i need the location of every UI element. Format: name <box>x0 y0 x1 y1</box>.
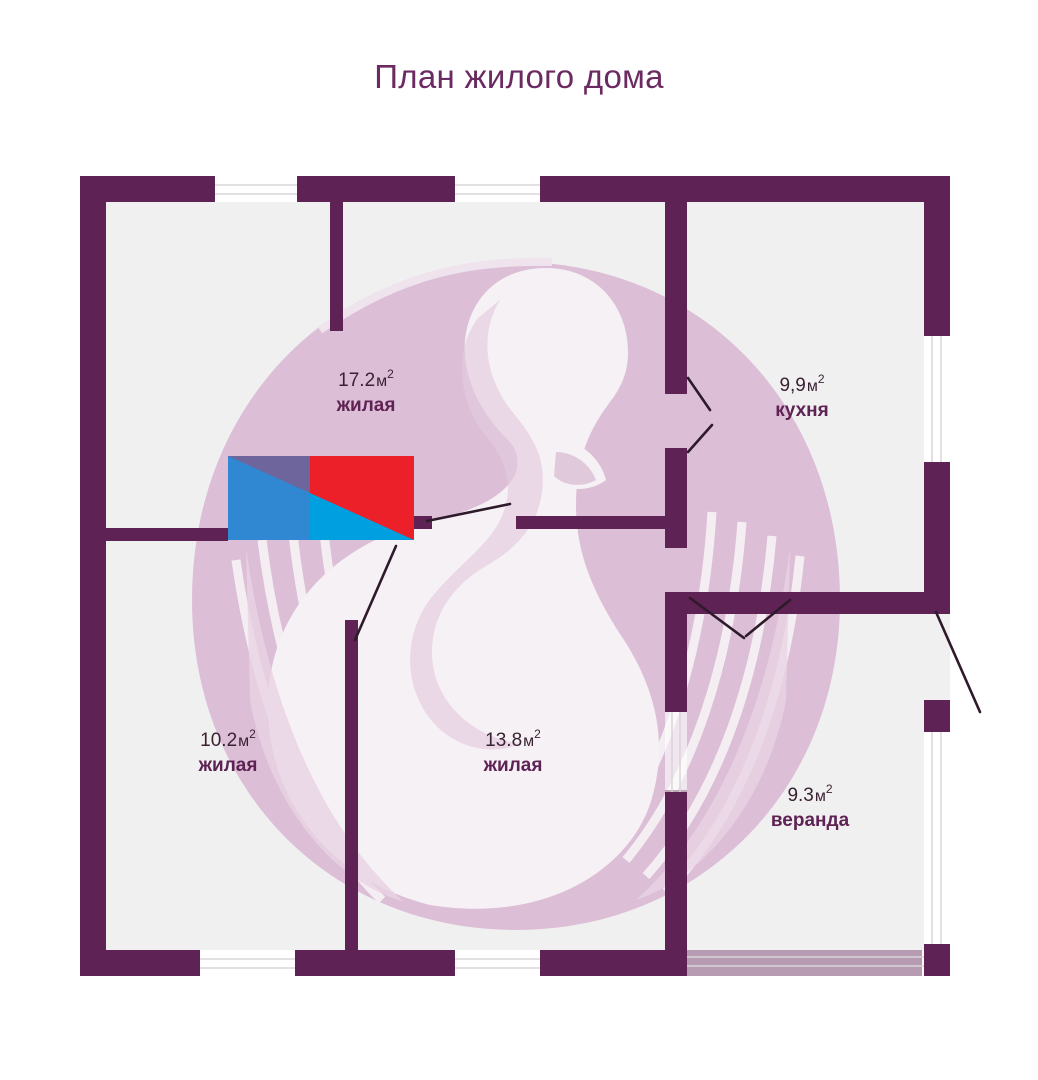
room-labels: 17.2м2 жилая 9,9м2 кухня 10.2м2 жилая 13… <box>198 367 850 831</box>
door-swing-living17 <box>353 544 398 642</box>
window-right-kitchen <box>924 336 950 462</box>
door-swing-entry <box>934 610 982 714</box>
room-living-13: 13.8м2 жилая <box>483 727 543 776</box>
room-living-17: 17.2м2 жилая <box>336 367 396 416</box>
page-title: План жилого дома <box>374 58 664 95</box>
door-swing-kitchen-top <box>686 376 712 412</box>
selected-wall-segment[interactable] <box>228 456 414 540</box>
room-name: жилая <box>336 395 396 416</box>
room-name: кухня <box>775 400 828 421</box>
windows <box>200 176 950 976</box>
room-area: 9,9м2 <box>779 372 824 396</box>
door-swing-veranda-right <box>744 598 792 638</box>
window-bottom-1 <box>200 950 295 976</box>
window-top-2 <box>455 176 540 202</box>
room-living-10: 10.2м2 жилая <box>198 727 258 776</box>
door-swing-hall-kitchen-upper <box>425 502 512 523</box>
window-bottom-2 <box>455 950 540 976</box>
window-right-veranda <box>924 732 950 944</box>
window-top-1 <box>215 176 297 202</box>
door-swing-kitchen-bottom <box>686 423 714 454</box>
room-area: 17.2м2 <box>338 367 394 391</box>
room-kitchen: 9,9м2 кухня <box>775 372 828 421</box>
blue-triangle-shaded <box>228 456 310 540</box>
walls <box>80 176 950 976</box>
window-bottom-veranda <box>687 950 924 976</box>
room-area: 10.2м2 <box>200 727 256 751</box>
window-veranda-left <box>665 712 687 792</box>
room-name: веранда <box>771 810 850 831</box>
door-swing-veranda-left <box>688 596 746 640</box>
door-swings <box>353 376 982 714</box>
room-veranda: 9.3м2 веранда <box>771 782 850 831</box>
room-name: жилая <box>198 755 258 776</box>
room-name: жилая <box>483 755 543 776</box>
room-area: 9.3м2 <box>787 782 832 806</box>
room-area: 13.8м2 <box>485 727 541 751</box>
